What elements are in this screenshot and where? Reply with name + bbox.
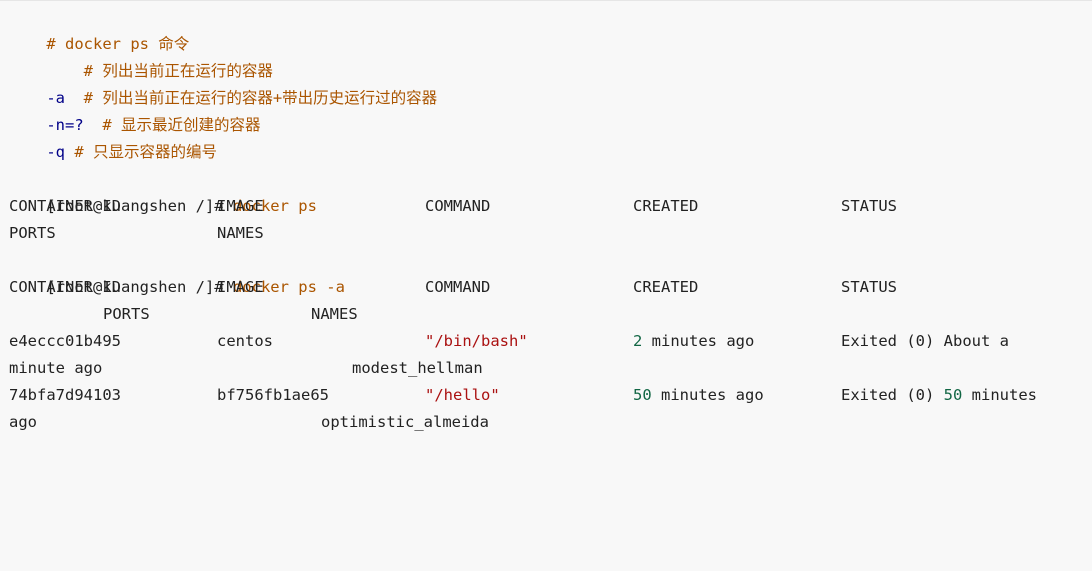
cell-status-wrap: ago [9, 413, 37, 431]
cell-image: centos [217, 332, 273, 350]
comment-text: # 列出当前正在运行的容器 [46, 62, 273, 80]
cell-image: bf756fb1ae65 [217, 386, 329, 404]
created-number: 50 [633, 386, 652, 404]
created-number: 2 [633, 332, 643, 350]
table-header-wrap-row: PORTS NAMES [9, 301, 1089, 328]
code-line-q-flag: -q # 只显示容器的编号 [9, 112, 217, 161]
header-ports: PORTS [103, 305, 150, 323]
header-created: CREATED [633, 197, 699, 215]
table-row: e4eccc01b495 centos "/bin/bash" 2 minute… [9, 328, 1089, 355]
header-names: NAMES [311, 305, 358, 323]
shell-prompt: [root@kuangshen /]# [46, 278, 224, 296]
created-unit: minutes ago [642, 332, 755, 350]
code-line-a-flag: -a # 列出当前正在运行的容器+带出历史运行过的容器 [9, 58, 437, 107]
shell-command: docker ps -a [223, 278, 345, 296]
code-line-header-comment: # docker ps 命令 [9, 4, 189, 53]
header-command: COMMAND [425, 197, 491, 215]
header-names: NAMES [217, 224, 264, 242]
code-line-prompt-ps: [root@kuangshen /]# docker ps [9, 166, 317, 215]
code-block: # docker ps 命令 # 列出当前正在运行的容器 -a # 列出当前正在… [0, 0, 1092, 436]
comment-text: # 列出当前正在运行的容器+带出历史运行过的容器 [65, 89, 438, 107]
header-image: IMAGE [217, 197, 264, 215]
header-status: STATUS [841, 197, 897, 215]
cell-status: Exited (0) About a [841, 332, 1009, 350]
shell-command: docker ps [223, 197, 317, 215]
cell-created: 2 minutes ago [633, 328, 754, 355]
status-text: Exited (0) [841, 386, 944, 404]
cell-status-wrap: minute ago [9, 359, 103, 377]
cell-status: Exited (0) 50 minutes [841, 382, 1037, 409]
cell-command: "/hello" [425, 386, 500, 404]
header-container-id: CONTAINER ID [9, 278, 121, 296]
table-header-wrap-row: PORTS NAMES [9, 220, 1089, 247]
header-image: IMAGE [217, 278, 264, 296]
cell-command: "/bin/bash" [425, 332, 528, 350]
cell-created: 50 minutes ago [633, 382, 764, 409]
code-line-prompt-ps-a: [root@kuangshen /]# docker ps -a [9, 247, 345, 296]
table-header-row: CONTAINER ID IMAGE COMMAND CREATED STATU… [9, 274, 1089, 301]
shell-prompt: [root@kuangshen /]# [46, 197, 224, 215]
table-row-wrap: minute ago modest_hellman [9, 355, 1089, 382]
comment-text: # 显示最近创建的容器 [83, 116, 261, 134]
header-container-id: CONTAINER ID [9, 197, 121, 215]
cell-container-id: 74bfa7d94103 [9, 386, 121, 404]
code-line-no-arg-comment: # 列出当前正在运行的容器 [9, 31, 273, 80]
table-row-wrap: ago optimistic_almeida [9, 409, 1089, 436]
cell-names: optimistic_almeida [321, 413, 489, 431]
header-command: COMMAND [425, 278, 491, 296]
header-created: CREATED [633, 278, 699, 296]
header-ports: PORTS [9, 224, 56, 242]
table-row: 74bfa7d94103 bf756fb1ae65 "/hello" 50 mi… [9, 382, 1089, 409]
cell-names: modest_hellman [352, 359, 483, 377]
comment-text: # docker ps 命令 [46, 35, 190, 53]
status-number: 50 [943, 386, 963, 404]
status-unit: minutes [962, 386, 1037, 404]
code-line-n-flag: -n=? # 显示最近创建的容器 [9, 85, 260, 134]
header-status: STATUS [841, 278, 897, 296]
flag-a: -a [46, 89, 65, 107]
flag-n: -n=? [46, 116, 84, 134]
table-header-row: CONTAINER ID IMAGE COMMAND CREATED STATU… [9, 193, 1089, 220]
flag-q: -q [46, 143, 65, 161]
cell-container-id: e4eccc01b495 [9, 332, 121, 350]
comment-text: # 只显示容器的编号 [65, 143, 217, 161]
created-unit: minutes ago [651, 386, 764, 404]
